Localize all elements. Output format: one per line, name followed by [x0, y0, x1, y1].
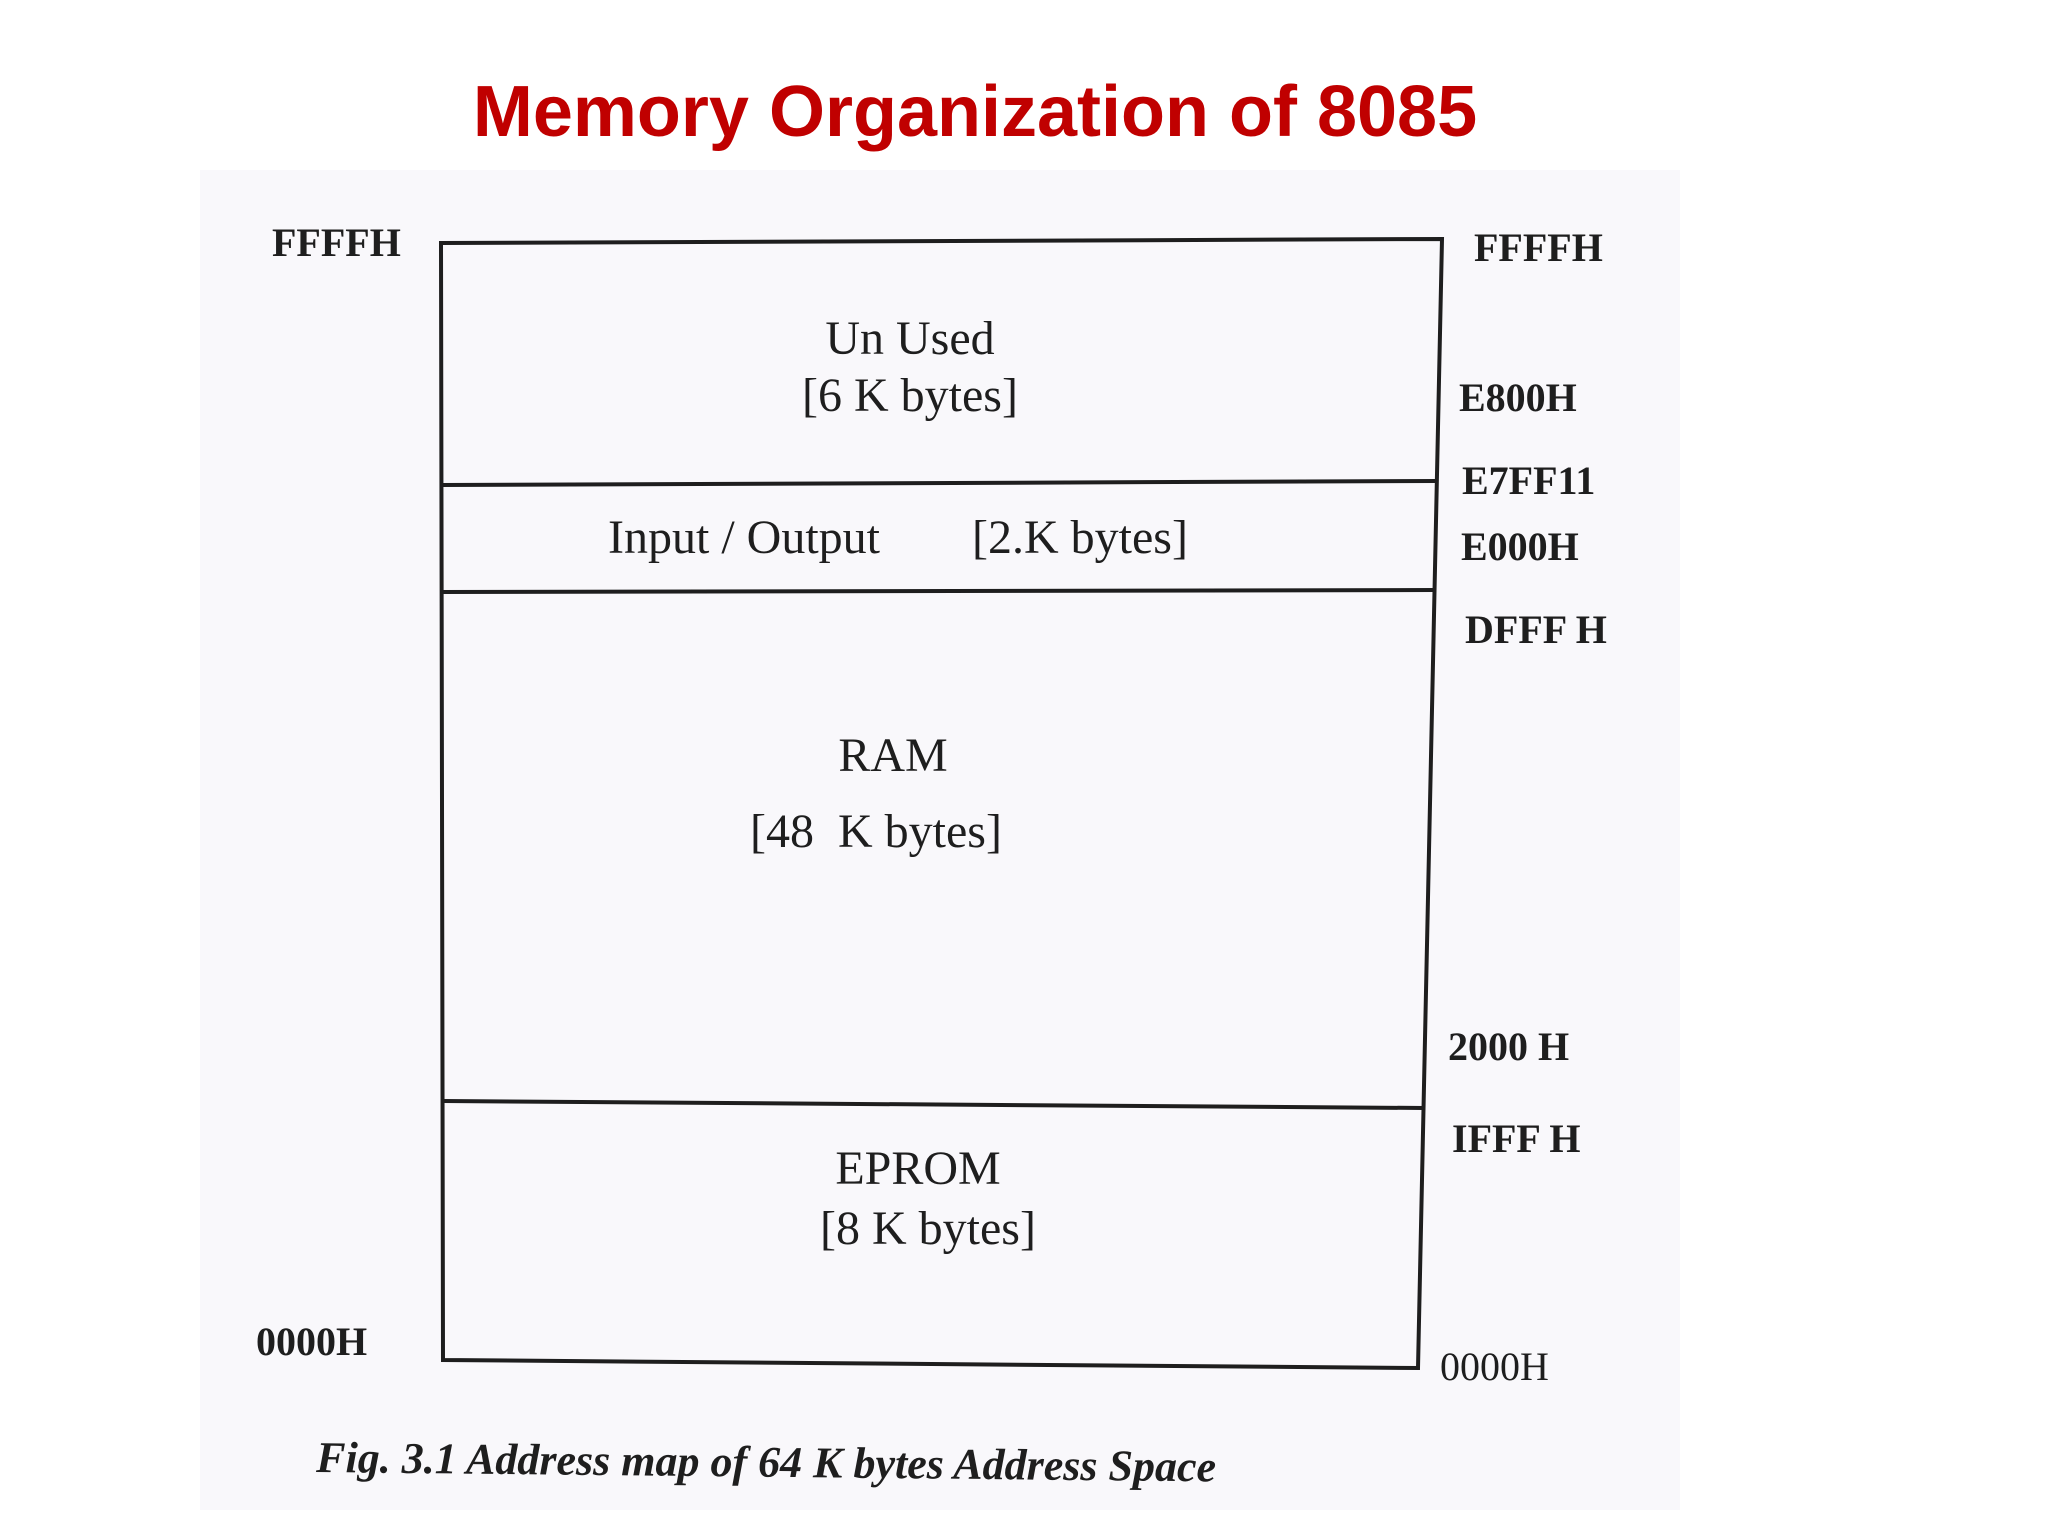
figure-caption: Fig. 3.1 Address map of 64 K bytes Addre… — [315, 1433, 1216, 1491]
right-address-ffffh: FFFFH — [1474, 225, 1603, 270]
region-ram-size: [48 K bytes] — [750, 805, 1002, 858]
region-eprom-name: EPROM — [835, 1142, 1000, 1195]
region-ram-name: RAM — [838, 729, 947, 782]
region-io-name: Input / Output — [608, 511, 881, 564]
right-address-2000h: 2000 H — [1448, 1024, 1569, 1069]
divider-io-ram — [441, 588, 1436, 594]
right-address-e000h: E000H — [1461, 524, 1579, 569]
left-address-bottom: 0000H — [256, 1319, 367, 1364]
scanned-figure-background — [200, 170, 1680, 1510]
region-io-size: [2.K bytes] — [972, 511, 1188, 564]
right-address-e7ff11: E7FF11 — [1462, 458, 1595, 503]
region-eprom-size: [8 K bytes] — [820, 1202, 1036, 1255]
region-unused-size: [6 K bytes] — [802, 369, 1018, 422]
right-address-e800h: E800H — [1459, 375, 1577, 420]
region-unused-name: Un Used — [825, 312, 994, 365]
divider-ram-eprom — [442, 1099, 1425, 1110]
right-address-dfffh: DFFF H — [1465, 607, 1607, 652]
slide-title: Memory Organization of 8085 — [472, 72, 1478, 152]
right-address-0000h: 0000H — [1440, 1344, 1549, 1389]
left-address-top: FFFFH — [272, 220, 401, 265]
memory-map-outline — [438, 236, 1445, 1371]
right-address-ifffh: IFFF H — [1452, 1116, 1581, 1161]
divider-unused-io — [441, 479, 1438, 487]
region-io-label: Input / Output [2.K bytes] — [608, 511, 1188, 564]
